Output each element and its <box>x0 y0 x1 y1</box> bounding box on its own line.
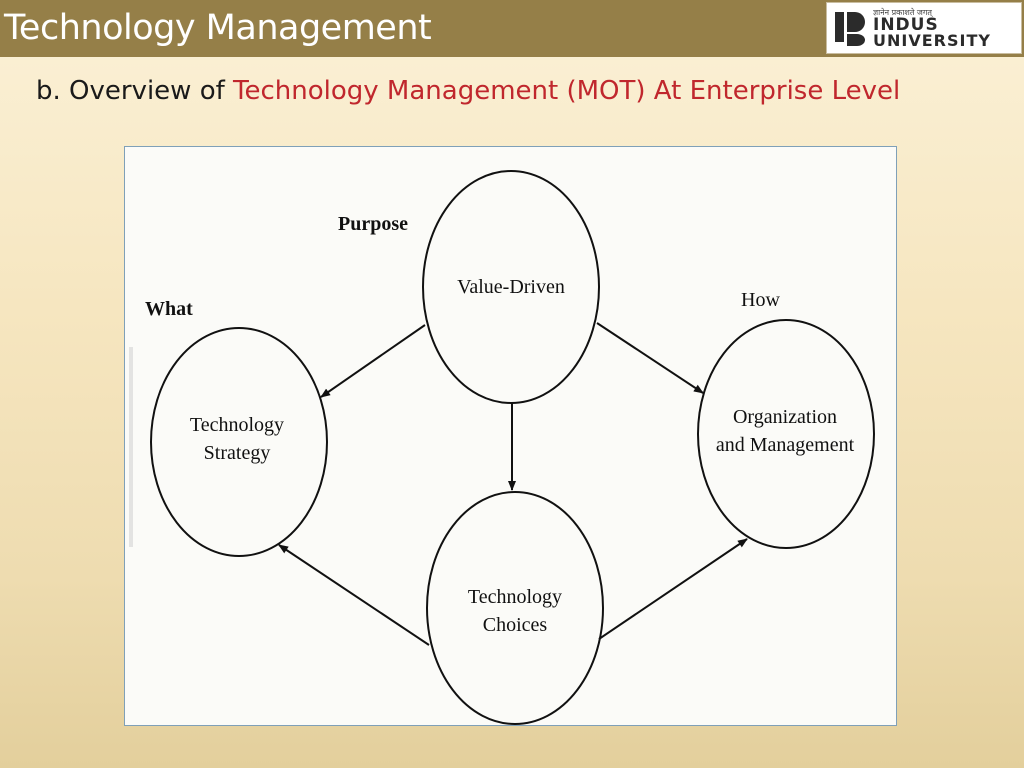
diagram-canvas: Value-Driven Technology Strategy Organiz… <box>129 170 875 725</box>
technology-strategy-label-line2: Strategy <box>204 442 271 464</box>
logo-tagline: ज्ञानेन प्रकाशते जगत् <box>873 8 932 17</box>
logo-name-line2: UNIVERSITY <box>873 31 991 50</box>
technology-choices-node <box>426 491 604 725</box>
logo-emblem-icon <box>835 12 865 46</box>
title-bar: Technology Management ज्ञानेन प्रकाशते ज… <box>0 0 1024 57</box>
how-label: How <box>741 289 780 311</box>
value-driven-label: Value-Driven <box>457 276 565 298</box>
arrow-choices-to-organization <box>598 538 748 640</box>
organization-label-line2: and Management <box>716 434 855 456</box>
organization-management-node <box>697 319 875 549</box>
mot-diagram: Value-Driven Technology Strategy Organiz… <box>124 146 897 726</box>
purpose-label: Purpose <box>338 213 408 235</box>
page-title: Technology Management <box>4 8 432 48</box>
subtitle-highlight: Technology Management (MOT) At Enterpris… <box>233 76 901 106</box>
technology-choices-label-line1: Technology <box>468 586 562 608</box>
what-label: What <box>145 298 193 320</box>
technology-strategy-label-line1: Technology <box>190 414 284 436</box>
slide-subtitle: b. Overview of Technology Management (MO… <box>36 74 900 108</box>
organization-label-line1: Organization <box>733 406 837 428</box>
arrow-choices-to-strategy <box>278 544 430 646</box>
scan-edge-mark <box>129 347 133 547</box>
arrow-value-to-organization <box>596 322 704 394</box>
subtitle-prefix: b. Overview of <box>36 76 234 106</box>
university-logo: ज्ञानेन प्रकाशते जगत् INDUS UNIVERSITY <box>826 2 1022 54</box>
technology-choices-label-line2: Choices <box>483 614 548 636</box>
arrow-value-to-strategy <box>320 324 426 398</box>
logo-name-line1: INDUS <box>873 15 939 35</box>
technology-strategy-node <box>150 327 328 557</box>
